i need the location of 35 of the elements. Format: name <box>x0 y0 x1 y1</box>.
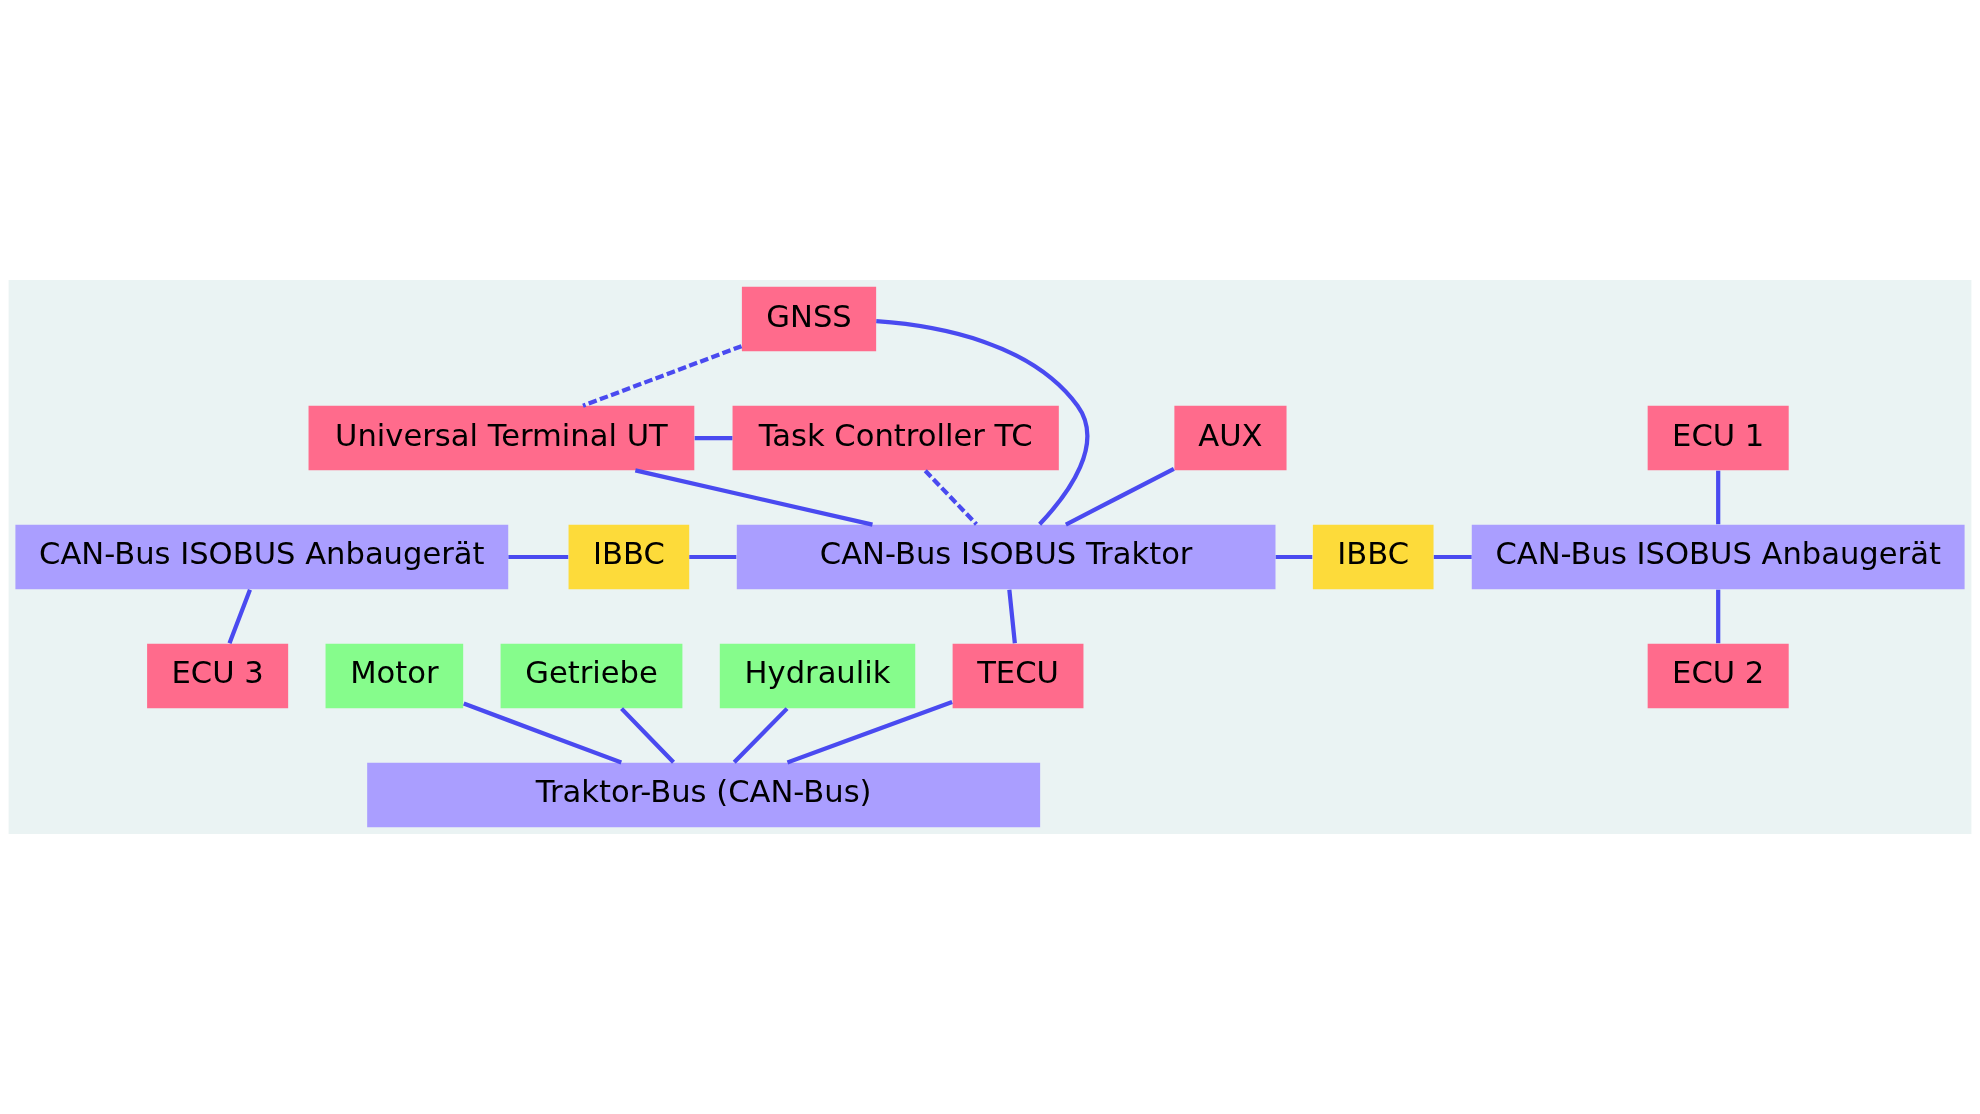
connector <box>227 588 252 644</box>
node-box: ECU 1 <box>1647 405 1789 471</box>
connector <box>689 554 737 560</box>
node-box: CAN-Bus ISOBUS Anbaugerät <box>15 524 509 590</box>
connector <box>1275 554 1313 560</box>
connector <box>732 707 789 764</box>
node-box: IBBC <box>568 524 690 590</box>
node-box: Universal Terminal UT <box>308 405 695 471</box>
connector <box>634 468 873 527</box>
node-box: Hydraulik <box>719 643 916 709</box>
node-box: IBBC <box>1312 524 1434 590</box>
connector <box>463 701 623 765</box>
connector <box>508 554 569 560</box>
connector <box>923 469 978 526</box>
connector <box>620 707 676 764</box>
connector <box>1716 470 1721 525</box>
node-box: CAN-Bus ISOBUS Anbaugerät <box>1471 524 1965 590</box>
node-box: GNSS <box>741 286 877 352</box>
connector <box>1716 589 1721 644</box>
connector <box>582 344 743 408</box>
node-box: Motor <box>325 643 464 709</box>
connector <box>1007 589 1017 644</box>
connector <box>1433 554 1472 560</box>
node-box: Getriebe <box>500 643 683 709</box>
node-box: TECU <box>952 643 1084 709</box>
node-box: ECU 3 <box>147 643 289 709</box>
connector <box>786 699 953 765</box>
node-box: Task Controller TC <box>732 405 1059 471</box>
node-box: AUX <box>1174 405 1287 471</box>
node-box: CAN-Bus ISOBUS Traktor <box>736 524 1276 590</box>
connector <box>1064 467 1175 527</box>
node-box: ECU 2 <box>1647 643 1789 709</box>
connector <box>876 319 1090 526</box>
node-box: Traktor-Bus (CAN-Bus) <box>367 762 1041 828</box>
connector <box>694 435 733 441</box>
